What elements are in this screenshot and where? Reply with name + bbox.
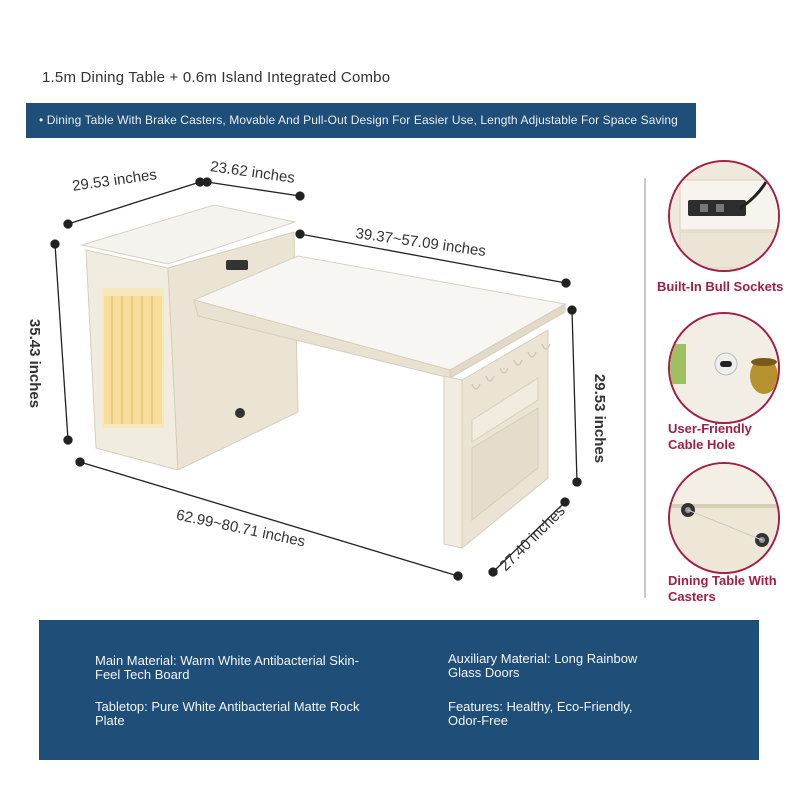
side-divider: [644, 178, 646, 598]
caster-feature-image: [668, 462, 780, 574]
feature-label-casters: Dining Table With Casters: [668, 573, 777, 604]
feature-banner: • Dining Table With Brake Casters, Movab…: [26, 103, 696, 138]
dim-total-height: 35.43 inches: [26, 318, 44, 409]
dining-table: [192, 255, 567, 550]
cable-hole-icon: [670, 314, 778, 422]
spec-features: Features: Healthy, Eco-Friendly, Odor-Fr…: [448, 699, 633, 728]
socket-feature-image: [668, 160, 780, 272]
spec-tabletop: Tabletop: Pure White Antibacterial Matte…: [95, 699, 360, 728]
dim-table-height: 29.53 inches: [591, 373, 609, 464]
spec-panel: Main Material: Warm White Antibacterial …: [39, 620, 759, 760]
spec-auxiliary-material: Auxiliary Material: Long Rainbow Glass D…: [448, 651, 638, 680]
cable-hole-feature-image: [668, 312, 780, 424]
spec-main-material: Main Material: Warm White Antibacterial …: [95, 653, 359, 682]
banner-text: • Dining Table With Brake Casters, Movab…: [39, 113, 678, 127]
caster-icon: [670, 464, 778, 572]
socket-icon: [670, 162, 778, 270]
island-cabinet: [80, 204, 299, 471]
feature-label-sockets: Built-In Bull Sockets: [657, 279, 784, 294]
page-title: 1.5m Dining Table + 0.6m Island Integrat…: [42, 69, 391, 86]
feature-label-cable-hole: User-Friendly Cable Hole: [668, 421, 752, 452]
